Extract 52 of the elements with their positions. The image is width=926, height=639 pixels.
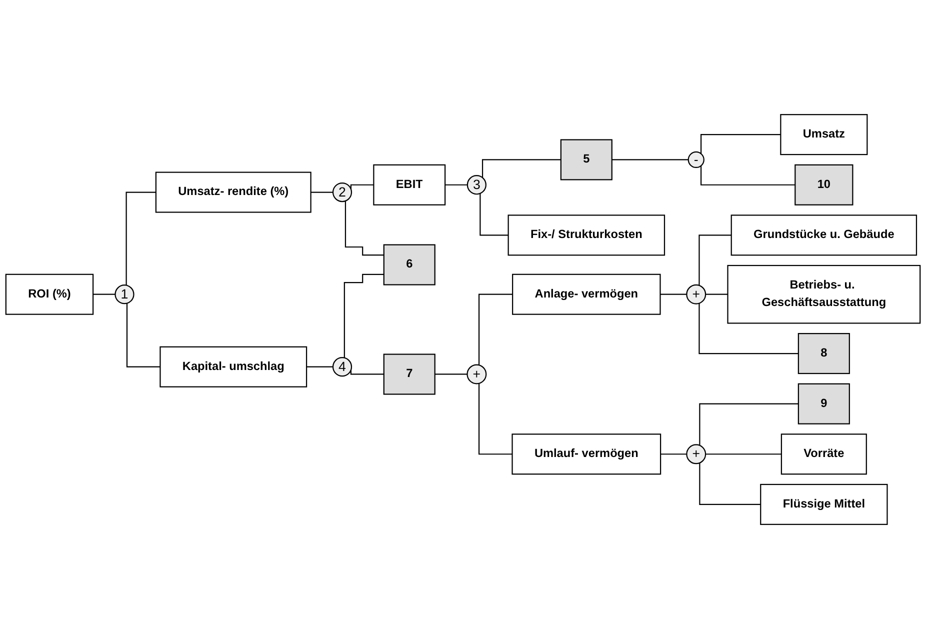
connector — [660, 454, 687, 455]
connector — [482, 159, 561, 178]
connector — [92, 294, 116, 295]
node-box: Betriebs- u. Geschäftsausstattung — [727, 264, 921, 324]
node-box: Umsatz — [780, 114, 868, 156]
node-box: 10 — [794, 164, 854, 206]
connector — [344, 200, 384, 256]
connector — [126, 192, 156, 286]
connector — [310, 192, 333, 193]
connector — [478, 383, 512, 455]
node-box: Flüssige Mittel — [760, 484, 888, 525]
connector — [344, 274, 384, 358]
connector — [350, 184, 374, 190]
connector — [699, 403, 798, 446]
connector — [700, 166, 796, 186]
connector — [306, 366, 333, 368]
node-circle: 2 — [332, 182, 352, 202]
connector — [698, 303, 798, 354]
node-box: EBIT — [373, 164, 446, 206]
node-box: 6 — [383, 244, 436, 286]
connector — [698, 234, 732, 286]
connector — [705, 454, 782, 455]
node-circle: - — [688, 151, 704, 168]
node-box: 8 — [798, 333, 850, 374]
node-circle: + — [466, 364, 487, 384]
connector — [660, 294, 687, 295]
node-circle: 4 — [332, 357, 352, 377]
node-box: Umlauf- vermögen — [512, 434, 662, 475]
connector — [478, 294, 513, 366]
node-box: Vorräte — [780, 434, 867, 475]
connector — [611, 159, 688, 160]
node-circle: + — [686, 444, 706, 464]
node-box: 5 — [560, 139, 612, 180]
node-box: Fix-/ Strukturkosten — [508, 214, 666, 256]
connector — [126, 303, 160, 368]
node-box: ROI (%) — [5, 274, 94, 315]
connector — [705, 294, 728, 295]
connector — [444, 184, 468, 186]
connector — [434, 374, 468, 375]
connector — [350, 370, 384, 375]
node-box: Umsatz- rendite (%) — [155, 172, 312, 213]
node-box: 9 — [798, 383, 850, 424]
node-circle: 1 — [114, 284, 134, 304]
node-circle: 3 — [466, 175, 486, 195]
node-box: Kapital- umschlag — [160, 346, 308, 388]
connector — [699, 462, 761, 505]
node-circle: + — [686, 284, 706, 304]
connector — [480, 193, 508, 236]
connector — [700, 134, 781, 154]
node-box: Anlage- vermögen — [512, 274, 661, 315]
node-box: Grundstücke u. Gebäude — [730, 214, 918, 256]
node-box: 7 — [383, 354, 436, 395]
